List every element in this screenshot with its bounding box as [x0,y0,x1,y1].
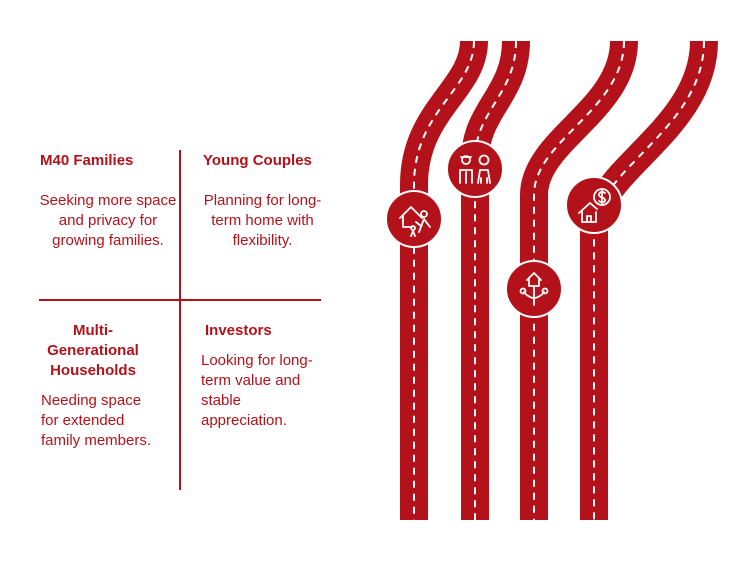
quadrant-desc-investors: Looking for long-term value and stable a… [201,352,313,429]
quadrant-title-young-couples: Young Couples [203,152,312,169]
quadrant-desc-m40-families: Seeking more space and privacy for growi… [39,192,177,249]
vertical-divider [179,150,181,490]
horizontal-divider [39,299,321,301]
house-dollar-icon [565,176,623,234]
growth-house-icon [505,260,563,318]
house-family-icon [385,190,443,248]
road-3-dashes [533,40,625,520]
couple-icon [446,140,504,198]
quadrant-title-multi-generational: Multi-Generational Households [47,322,139,379]
road-4 [580,40,718,520]
road-1-dashes [413,40,475,520]
quadrant-title-m40-families: M40 Families [40,152,134,169]
quadrant-desc-young-couples: Planning for long-term home with flexibi… [203,192,322,249]
quadrant-desc-multi-generational: Needing space for extended family member… [41,392,152,449]
quadrant-title-investors: Investors [205,322,272,339]
